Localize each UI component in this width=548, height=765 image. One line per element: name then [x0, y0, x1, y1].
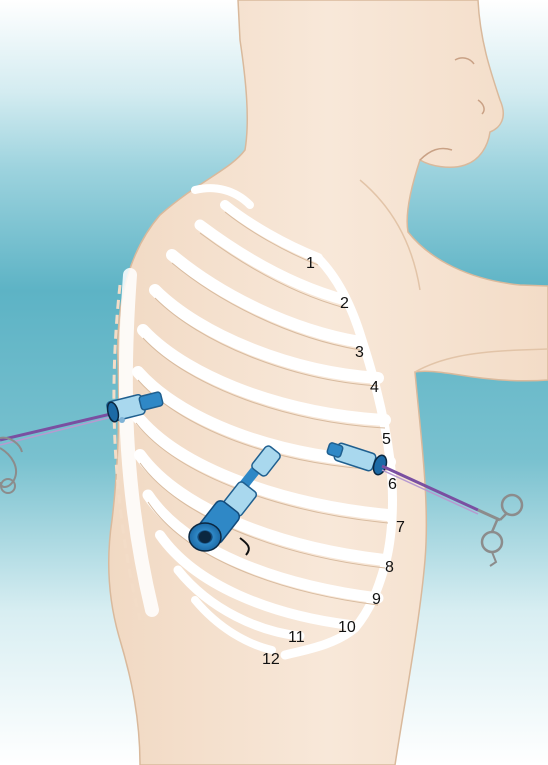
rib-label-5: 5 — [382, 431, 391, 448]
rib-label-4: 4 — [370, 379, 379, 396]
rib-label-8: 8 — [385, 559, 394, 576]
rib-label-9: 9 — [372, 591, 381, 608]
rib-label-7: 7 — [396, 519, 405, 536]
rib-label-6: 6 — [388, 476, 397, 493]
rib-label-10: 10 — [338, 619, 356, 636]
rib-label-12: 12 — [262, 651, 280, 668]
rib-label-3: 3 — [355, 344, 364, 361]
rib-label-2: 2 — [340, 295, 349, 312]
rib-label-11: 11 — [288, 629, 305, 646]
rib-label-1: 1 — [306, 255, 315, 272]
